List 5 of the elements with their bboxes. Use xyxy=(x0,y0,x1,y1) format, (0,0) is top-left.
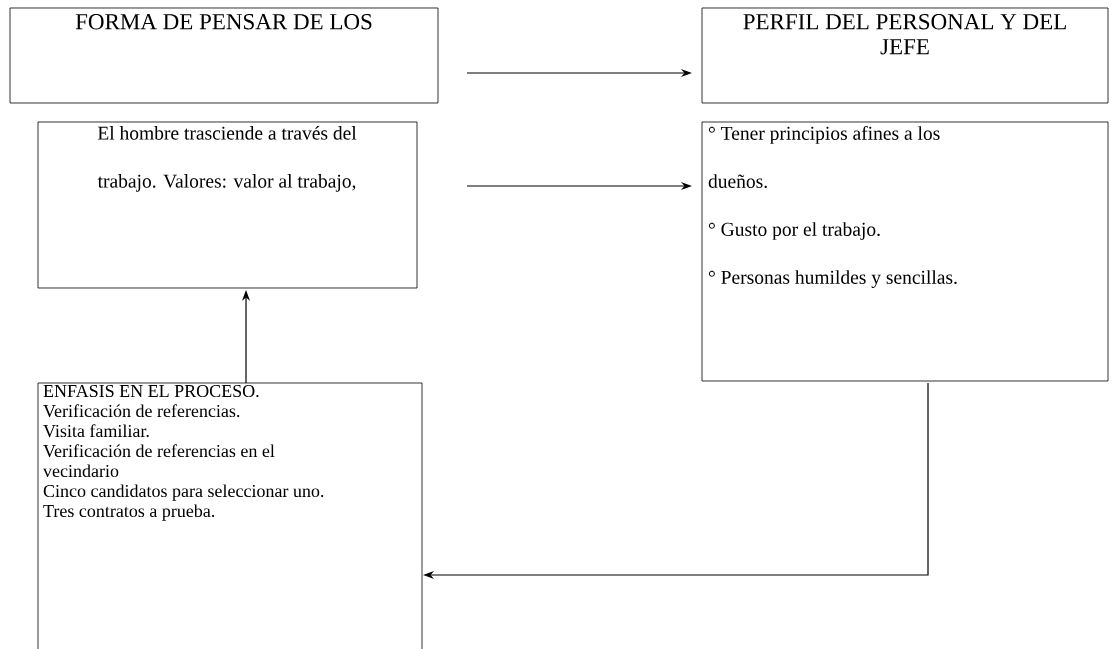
list-box: ° Tener principios afines a los dueños. ° Gusto por el trabajo. ° Personas humildes y sencillas. xyxy=(701,121,1109,382)
heading-box: PERFIL DEL PERSONAL Y DEL JEFE xyxy=(701,7,1109,104)
heading-box: FORMA DE PENSAR DE LOS xyxy=(9,7,439,104)
text-box: El hombre trasciende a través del trabajo. Valores: valor al trabajo, xyxy=(37,121,418,289)
list-box: ENFASIS EN EL PROCESO. Verificación de referencias. Visita familiar. Verificación de referencias en el vecindario Cinco candidatos para seleccionar uno. Tres contratos a prueba. xyxy=(37,382,423,649)
